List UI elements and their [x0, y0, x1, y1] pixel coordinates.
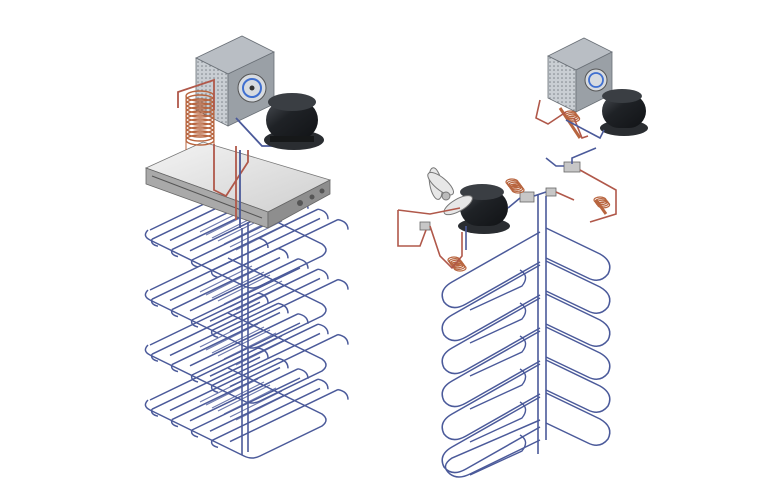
serpentine-loop-bottom: [444, 419, 541, 478]
evaporator-tube: [149, 347, 349, 449]
serpentine-loop-back: [545, 260, 611, 314]
serpentine-loop-back: [545, 392, 611, 446]
evaporator-tube: [229, 390, 283, 418]
mounting-plate: [144, 141, 332, 229]
stack-riser-lines: [241, 222, 249, 455]
evaporator-frame: [144, 257, 327, 349]
evaporator-tube: [199, 375, 253, 403]
serpentine-loop-back: [545, 227, 611, 281]
compressor: [264, 93, 324, 150]
condenser-unit-right: [547, 37, 613, 113]
serpentine-loop-front: [441, 231, 541, 309]
plate-evaporator-system: [144, 35, 349, 459]
evaporator-frame: [144, 197, 327, 289]
evaporator-tube: [217, 329, 271, 357]
compressor-upper: [600, 89, 648, 136]
evaporator-frame: [144, 367, 327, 459]
evaporator-frame: [144, 312, 327, 404]
refrigerant-lines-right: [397, 99, 617, 454]
serpentine-loop-mid: [469, 401, 527, 443]
evaporator-tube: [223, 332, 277, 360]
evaporator-tube: [235, 283, 289, 311]
serpentine-loop-mid: [469, 335, 527, 377]
serpentine-loop-front: [441, 363, 541, 441]
serpentine-loop-mid: [469, 434, 527, 476]
evaporator-tube: [199, 320, 253, 348]
evaporator-tube: [211, 326, 265, 354]
evaporator-layer: [144, 292, 349, 404]
serpentine-loop-front: [441, 396, 541, 474]
evaporator-tube: [205, 378, 259, 406]
serpentine-loop-front: [441, 330, 541, 408]
copper-coil: [185, 90, 215, 150]
serpentine-loop-mid: [469, 368, 527, 410]
evaporator-tube: [217, 274, 271, 302]
evaporator-tube: [205, 268, 259, 296]
evaporator-tube: [223, 277, 277, 305]
evaporator-tube: [217, 384, 271, 412]
evaporator-tube: [211, 271, 265, 299]
serpentine-evaporator: [441, 227, 611, 478]
evaporator-tube: [235, 393, 289, 421]
serpentine-loop-front: [441, 264, 541, 342]
coil-turn: [453, 264, 467, 272]
evaporator-coil-stack: [144, 177, 349, 459]
condenser-unit: [195, 35, 275, 127]
evaporator-tube: [211, 381, 265, 409]
serpentine-loop-back: [545, 359, 611, 413]
serpentine-loop-back: [545, 293, 611, 347]
refrigerant-lines: [177, 78, 282, 228]
copper-tube: [594, 199, 608, 215]
serpentine-loop-back: [545, 326, 611, 380]
evaporator-tube: [235, 338, 289, 366]
evaporator-layer: [144, 347, 349, 459]
fan-coil-system: [397, 37, 648, 478]
serpentine-loop-front: [441, 297, 541, 375]
evaporator-tube: [223, 387, 277, 415]
evaporator-tube: [235, 223, 289, 251]
serpentine-loop-mid: [469, 269, 527, 311]
evaporator-tube: [205, 323, 259, 351]
serpentine-loop-mid: [469, 302, 527, 344]
coil-turn: [511, 186, 525, 194]
evaporator-tube: [199, 265, 253, 293]
